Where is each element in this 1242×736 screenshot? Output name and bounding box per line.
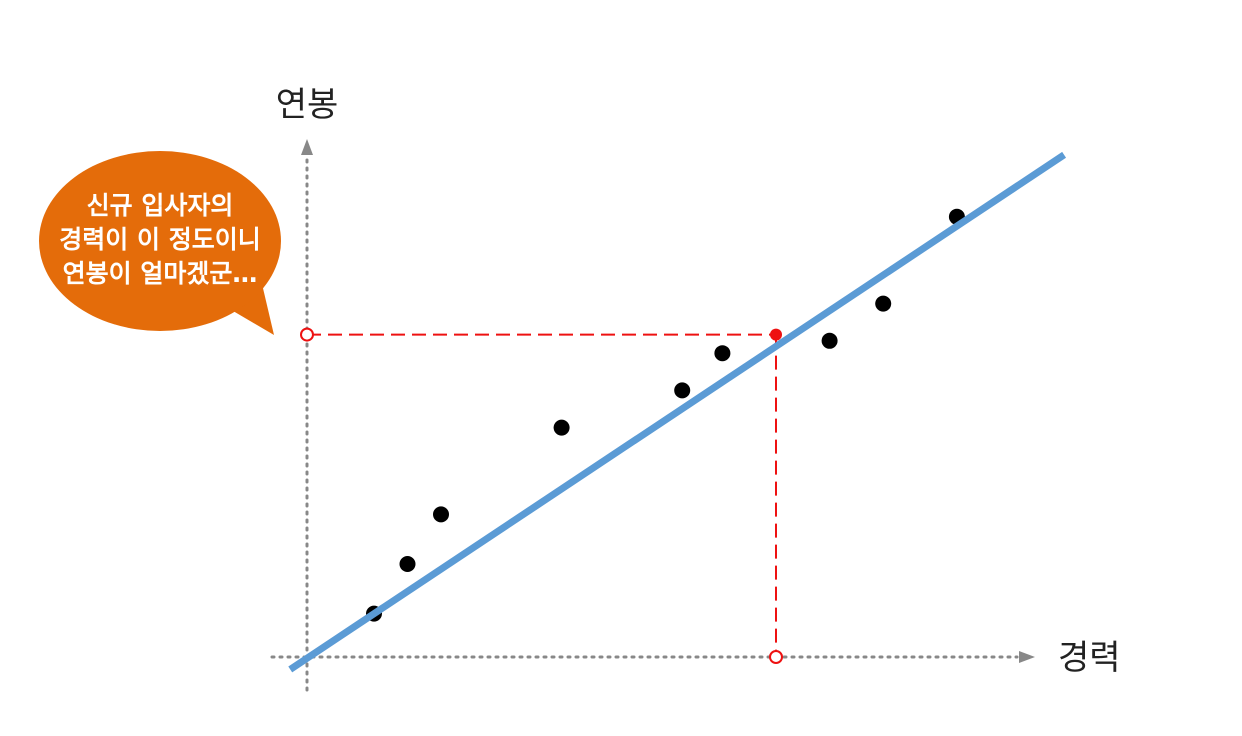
x-axis-label: 경력 [1058, 638, 1121, 678]
data-point-6 [714, 345, 731, 362]
x-axis-marker [769, 650, 783, 664]
y-axis-marker [300, 327, 314, 342]
data-point-7 [821, 332, 838, 349]
data-point-5 [674, 382, 691, 399]
axes [270, 139, 1035, 692]
callout-line-1: 신규 입사자의 [87, 191, 234, 220]
x-axis-arrow-icon [1019, 651, 1035, 663]
callout-line-2: 경력이 이 정도이니 [59, 225, 260, 254]
callout-line-3: 연봉이 얼마겠군… [63, 259, 258, 288]
y-axis-arrow-icon [301, 139, 313, 155]
y-axis-label: 연봉 [276, 85, 339, 125]
data-point-3 [433, 506, 449, 523]
regression-line [288, 151, 1067, 673]
data-point-8 [875, 295, 892, 312]
speech-bubble-body [39, 151, 281, 331]
prediction-guides [300, 327, 783, 664]
speech-bubble: 신규 입사자의 경력이 이 정도이니 연봉이 얼마겠군… [39, 151, 281, 335]
data-point-2 [399, 556, 416, 572]
data-point-4 [553, 419, 570, 436]
speech-bubble-shape [228, 284, 274, 335]
predicted-point [770, 328, 782, 341]
